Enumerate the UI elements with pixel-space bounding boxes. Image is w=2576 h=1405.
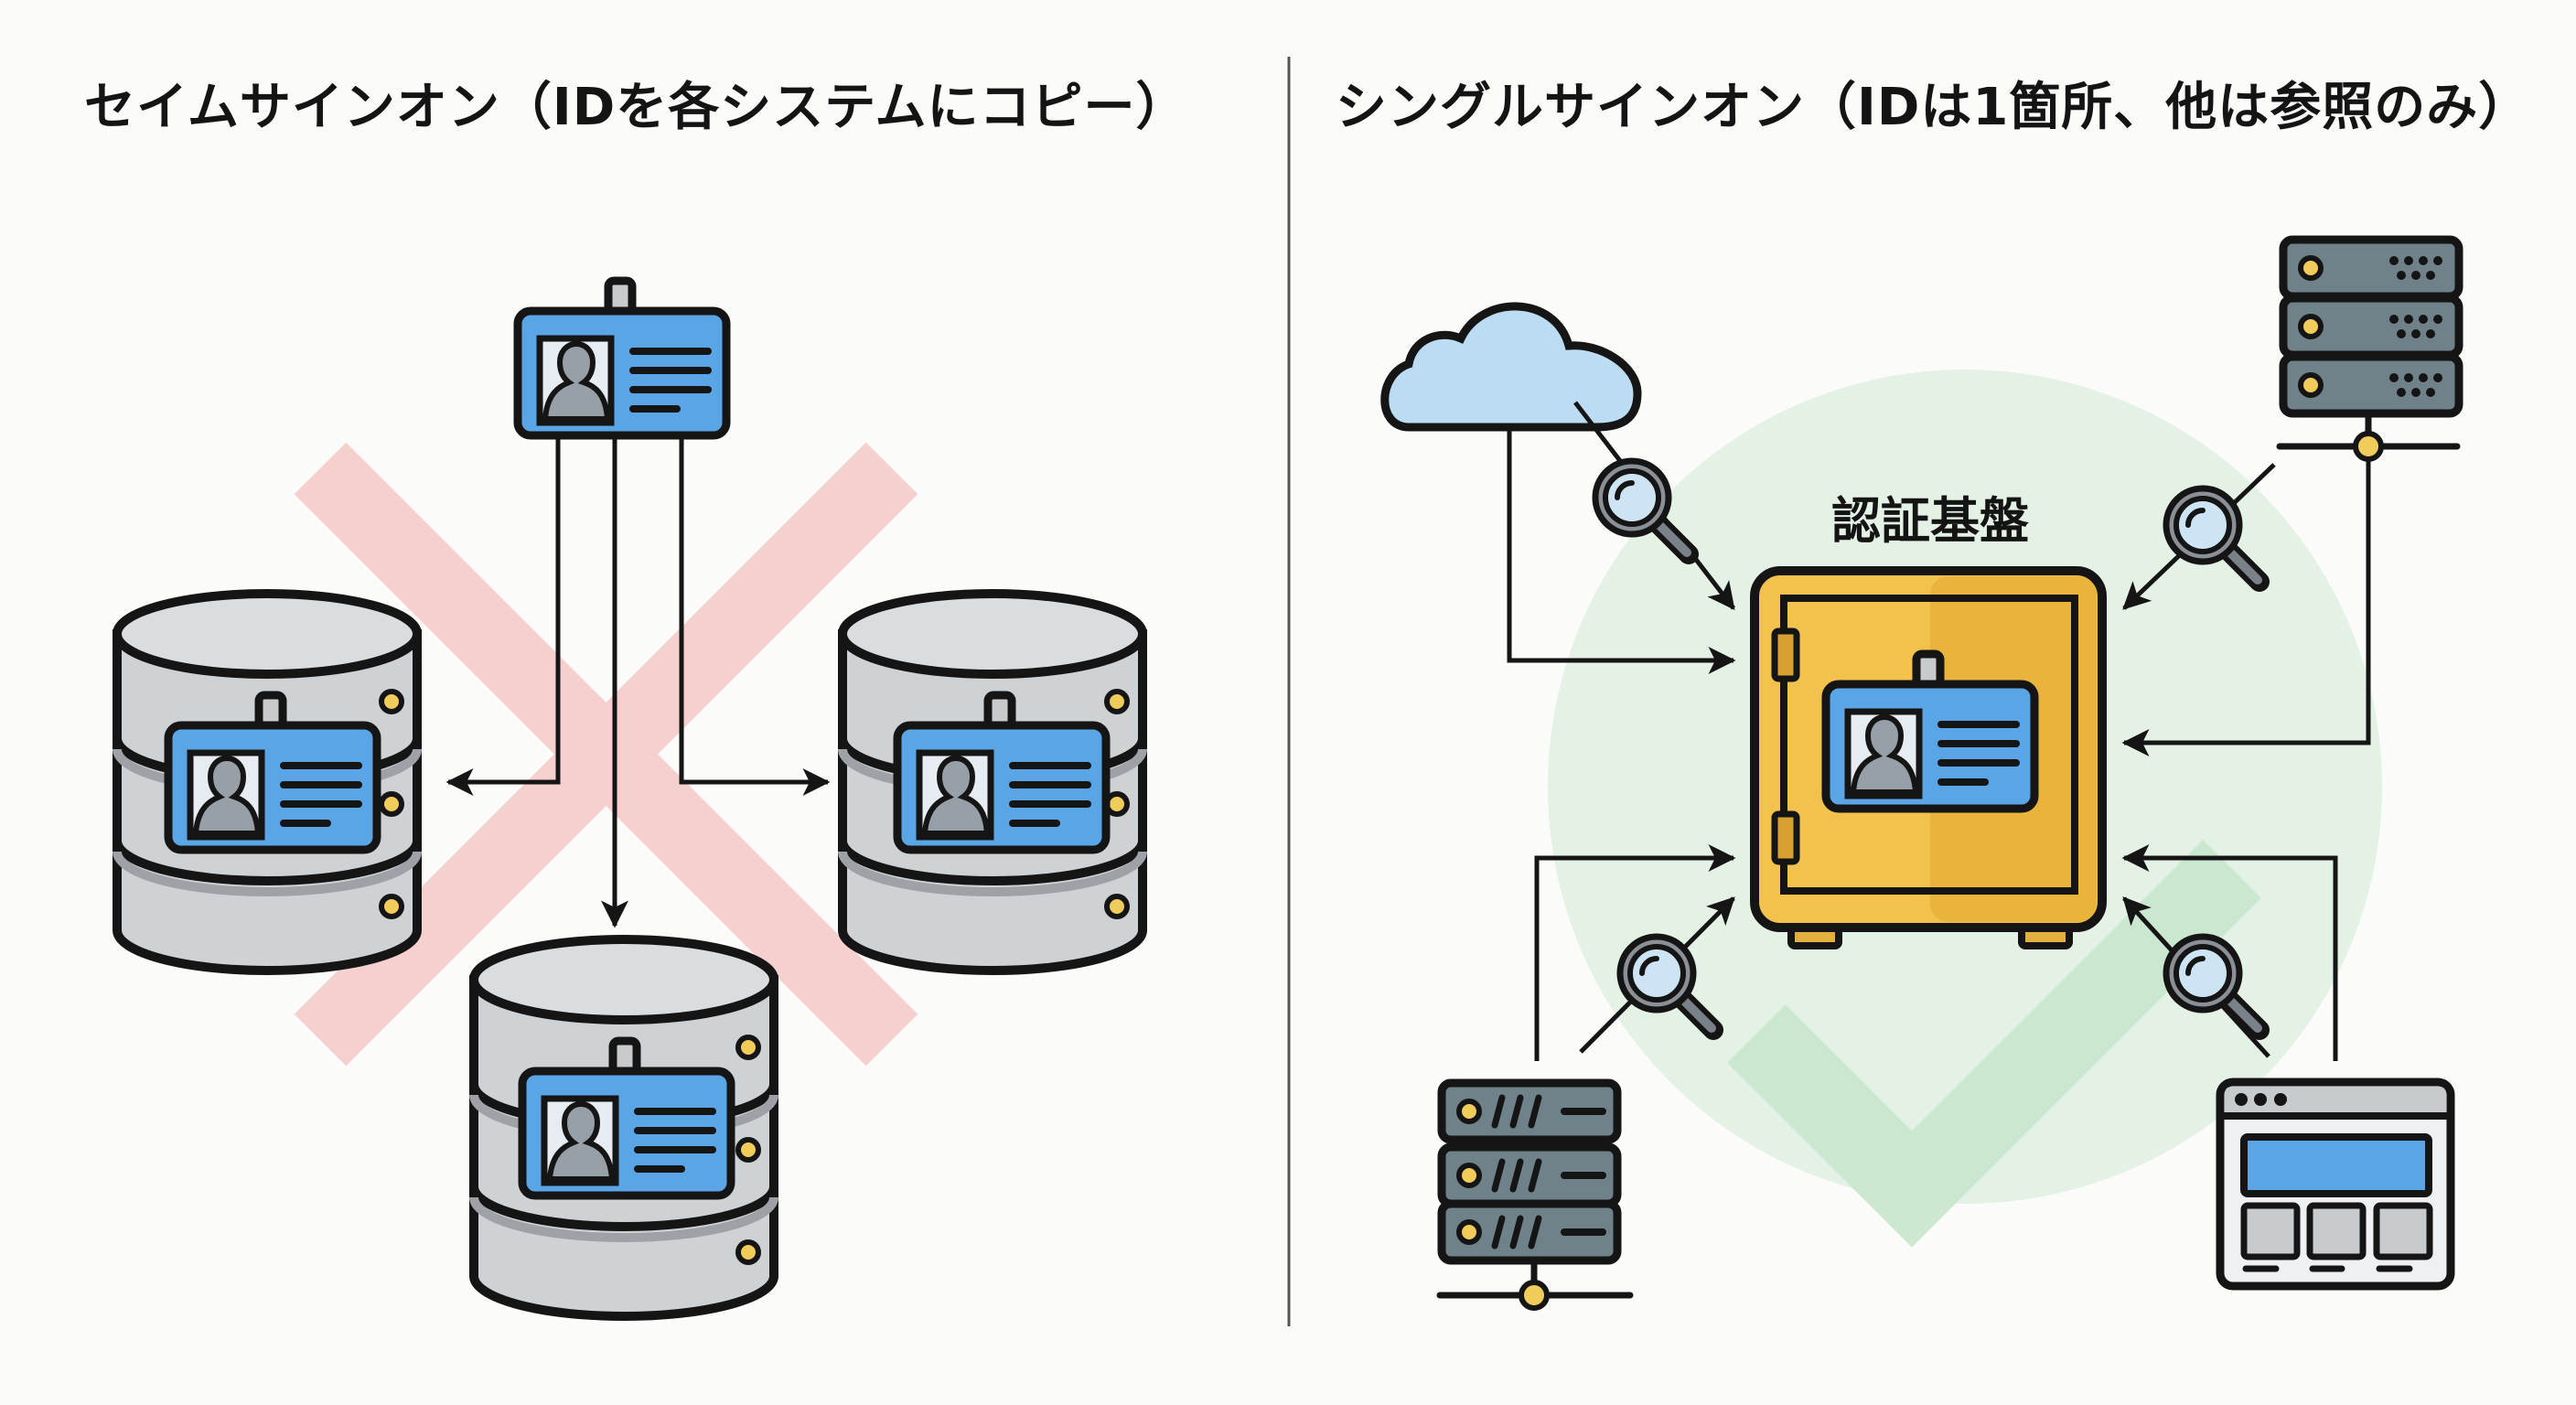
copy-arrows: [445, 437, 831, 928]
arrow-to-left-database: [445, 437, 561, 796]
cross-mark-overlay: [294, 442, 918, 1067]
server-rack-top-right: [2276, 240, 2459, 462]
single-sign-on-title: シングルサインオン（IDは1箇所、他は参照のみ）: [1336, 78, 2531, 137]
server-rack-bottom-left: [1436, 1083, 1634, 1311]
auth-hub-safe: [1750, 566, 2107, 949]
cloud-to-hub-arrow: [1507, 430, 1736, 674]
browser-to-hub-arrow: [2121, 844, 2338, 1061]
server-rack-unit-icon: [2283, 357, 2459, 413]
browser-window-client: [2216, 1078, 2455, 1291]
cloud-client: [1380, 302, 1642, 432]
database-bottom: [474, 939, 774, 1316]
server-rack-unit-icon: [2283, 298, 2459, 355]
cloud-icon: [1380, 302, 1642, 432]
network-node-icon: [2353, 431, 2384, 462]
server-rack-unit-icon: [1442, 1083, 1617, 1140]
server-top-to-hub-arrow: [2121, 459, 2371, 756]
source-id-card-icon: [518, 281, 726, 435]
database-right: [843, 594, 1143, 971]
server-rack-unit-icon: [1442, 1147, 1617, 1204]
hub-label: 認証基盤: [1831, 492, 2029, 550]
server-rack-unit-icon: [1442, 1204, 1617, 1260]
server-rack-unit-icon: [2283, 240, 2459, 296]
same-sign-on-title: セイムサインオン（IDを各システムにコピー）: [84, 78, 1188, 137]
network-node-icon: [1519, 1280, 1550, 1311]
arrow-to-right-database: [679, 437, 831, 796]
check-mark-overlay: [1727, 840, 2261, 1248]
database-left: [117, 594, 417, 971]
server-bottom-to-hub-arrow: [1534, 844, 1736, 1061]
